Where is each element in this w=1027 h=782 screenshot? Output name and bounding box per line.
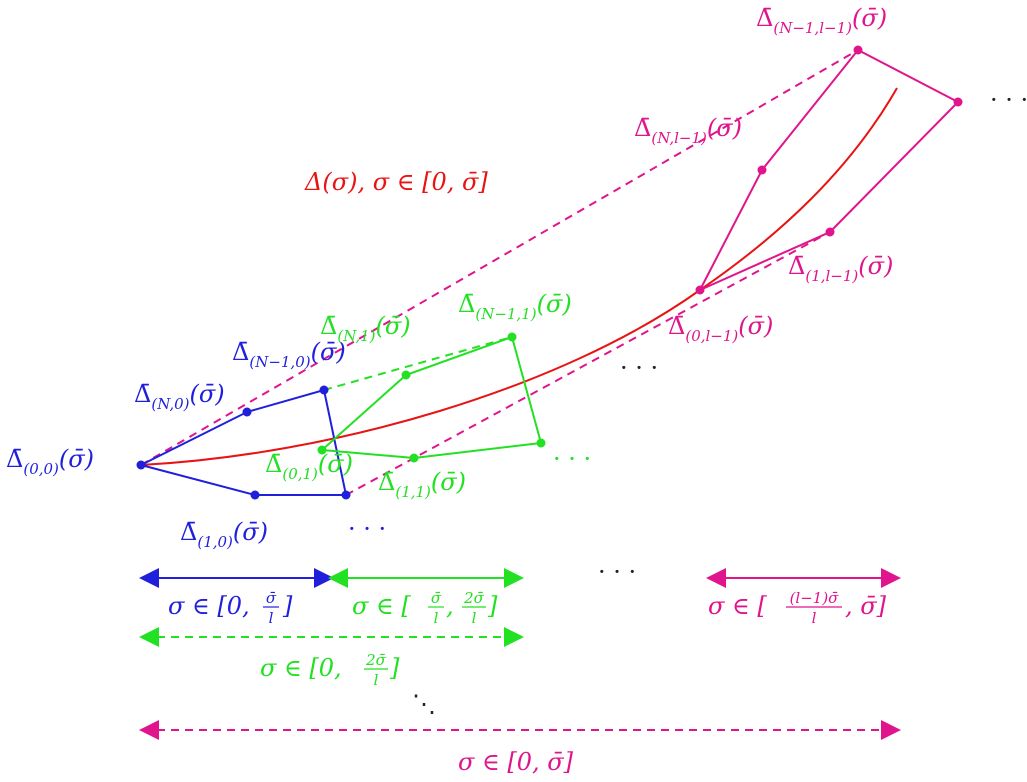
label-magenta-1l: Δ̄(1,l−1)(σ̄) bbox=[788, 252, 893, 285]
svg-text:]: ] bbox=[487, 592, 498, 620]
svg-text:l: l bbox=[374, 671, 379, 689]
svg-text:]: ] bbox=[389, 654, 400, 682]
label-blue-Nm10: Δ̄(N−1,0)(σ̄) bbox=[232, 338, 346, 371]
label-magenta-Nm1l: Δ̄(N−1,l−1)(σ̄) bbox=[756, 4, 887, 37]
blue-vertices bbox=[136, 385, 351, 500]
green-vertices bbox=[317, 332, 546, 463]
svg-text:σ̄: σ̄ bbox=[266, 589, 277, 607]
blue-vertex-N0 bbox=[242, 407, 252, 417]
blue-vertex-00 bbox=[136, 460, 146, 470]
ellipsis-diagonal: ⋱ bbox=[412, 690, 436, 718]
curve-label: Δ(σ), σ ∈ [0, σ̄] bbox=[304, 168, 488, 196]
svg-text:l: l bbox=[812, 609, 817, 627]
green-vertex-corner bbox=[536, 438, 546, 448]
svg-text:(l−1)σ̄: (l−1)σ̄ bbox=[790, 589, 840, 607]
label-blue-00: Δ̄(0,0)(σ̄) bbox=[6, 445, 94, 478]
magenta-vertex-1l bbox=[825, 227, 835, 237]
ellipsis-intervals-middle: · · · bbox=[598, 558, 636, 586]
magenta-polygon bbox=[699, 48, 960, 291]
interval-label-blue: σ ∈ [0, σ̄ l ] bbox=[168, 589, 293, 627]
ellipsis-green-right: · · · bbox=[553, 445, 591, 473]
svg-text:l: l bbox=[472, 609, 477, 627]
svg-text:σ ∈ [: σ ∈ [ bbox=[352, 592, 411, 620]
label-magenta-Nl: Δ̄(N,l−1)(σ̄) bbox=[634, 114, 742, 147]
svg-text:σ ∈ [0,: σ ∈ [0, bbox=[260, 654, 342, 682]
magenta-vertices bbox=[695, 45, 963, 295]
magenta-vertex-0l bbox=[695, 285, 705, 295]
ellipsis-top-right: · · · bbox=[990, 86, 1027, 114]
svg-text:2σ̄: 2σ̄ bbox=[463, 589, 485, 607]
label-green-N1: Δ̄(N,1)(σ̄) bbox=[320, 312, 411, 345]
magenta-dashed-envelope bbox=[140, 49, 859, 496]
svg-text:,: , bbox=[446, 592, 454, 620]
label-green-11: Δ̄(1,1)(σ̄) bbox=[378, 468, 466, 501]
svg-text:l: l bbox=[269, 609, 274, 627]
ellipsis-middle: · · · bbox=[620, 354, 658, 382]
interval-label-magenta: σ ∈ [ (l−1)σ̄ l , σ̄] bbox=[708, 589, 887, 627]
blue-vertex-Nm10 bbox=[319, 385, 329, 395]
green-vertex-11 bbox=[409, 453, 419, 463]
svg-text:σ ∈ [: σ ∈ [ bbox=[708, 592, 767, 620]
green-polygon bbox=[321, 335, 543, 460]
red-trajectory-curve bbox=[140, 87, 898, 466]
green-vertex-N1 bbox=[401, 370, 411, 380]
blue-polygon bbox=[140, 388, 348, 496]
interval-label-magenta-cumulative: σ ∈ [0, σ̄] bbox=[458, 748, 574, 776]
envelope-bottom-line bbox=[345, 231, 831, 496]
green-dashed-connector bbox=[323, 336, 513, 391]
label-green-Nm11: Δ̄(N−1,1)(σ̄) bbox=[458, 290, 572, 323]
magenta-vertex-Nm1l bbox=[853, 45, 863, 55]
ellipsis-blue-below: · · · bbox=[348, 515, 386, 543]
interval-label-green-cumulative: σ ∈ [0, 2σ̄ l ] bbox=[260, 651, 400, 689]
envelope-top-line bbox=[140, 49, 859, 466]
label-green-01: Δ̄(0,1)(σ̄) bbox=[265, 450, 353, 483]
blue-vertex-10 bbox=[250, 490, 260, 500]
label-magenta-0l: Δ̄(0,l−1)(σ̄) bbox=[668, 312, 773, 345]
magenta-vertex-Nl bbox=[757, 165, 767, 175]
svg-text:, σ̄]: , σ̄] bbox=[845, 592, 887, 620]
svg-text:σ ∈ [0,: σ ∈ [0, bbox=[168, 592, 250, 620]
label-blue-10: Δ̄(1,0)(σ̄) bbox=[180, 518, 268, 551]
svg-text:2σ̄: 2σ̄ bbox=[365, 651, 387, 669]
svg-text:l: l bbox=[434, 609, 439, 627]
svg-text:]: ] bbox=[282, 592, 293, 620]
green-vertex-01 bbox=[317, 445, 327, 455]
interval-label-green: σ ∈ [ σ̄ l , 2σ̄ l ] bbox=[352, 589, 498, 627]
green-vertex-Nm11 bbox=[507, 332, 517, 342]
blue-vertex-shared bbox=[341, 490, 351, 500]
magenta-vertex-right bbox=[953, 97, 963, 107]
svg-text:σ̄: σ̄ bbox=[431, 589, 442, 607]
label-blue-N0: Δ̄(N,0)(σ̄) bbox=[134, 380, 225, 413]
